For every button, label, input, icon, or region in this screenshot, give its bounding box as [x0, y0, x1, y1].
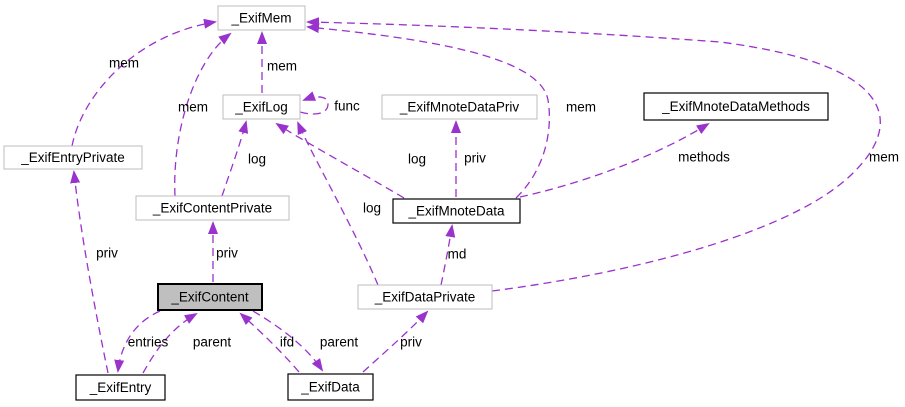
nodes-layer: _ExifMem _ExifLog _ExifMnoteDataPriv _ExifM… — [3, 5, 829, 401]
edge-func-exif-log-to-exif-log — [299, 91, 329, 115]
edge-mem-exif-mnote-data-to-exif-mem — [306, 23, 551, 199]
node-label-exif-entry: _ExifEntry — [89, 380, 152, 395]
edge-log-exif-content-private-to-exif-log — [221, 120, 249, 197]
edge-entries-exif-content-to-exif-entry — [114, 310, 161, 373]
edge-priv-exif-entry-to-exif-entry-private — [70, 170, 109, 374]
edge-label-log: log — [408, 152, 426, 167]
edge-methods-exif-mnote-data-to-exif-mnote-data-methods — [519, 122, 710, 198]
node-exif-data[interactable]: _ExifData — [287, 373, 374, 401]
node-box-exif-content — [157, 283, 263, 311]
edge-label-log: log — [363, 201, 381, 216]
edge-priv-exif-data-to-exif-data-private — [362, 310, 429, 373]
node-exif-content-private: _ExifContentPrivate — [135, 195, 290, 221]
node-label-exif-data: _ExifData — [300, 380, 360, 395]
edge-label-md: md — [448, 247, 467, 262]
node-exif-mnote-data[interactable]: _ExifMnoteData — [392, 198, 521, 224]
edge-label-mem: mem — [178, 100, 208, 115]
node-box-exif-entry[interactable] — [75, 374, 166, 401]
edge-mem-exif-entry-private-to-exif-mem — [71, 18, 217, 147]
node-box-exif-mnote-data[interactable] — [392, 198, 521, 224]
edge-label-log: log — [248, 152, 266, 167]
edge-label-priv: priv — [96, 246, 118, 261]
node-box-exif-data[interactable] — [287, 373, 374, 401]
edge-label-priv: priv — [400, 335, 422, 350]
edge-label-mem: mem — [566, 100, 596, 115]
edge-label-entries: entries — [128, 335, 169, 350]
node-box-exif-data-private — [357, 284, 493, 310]
edge-label-mem: mem — [267, 59, 297, 74]
edge-label-parent: parent — [320, 335, 359, 350]
node-box-exif-content-private — [135, 195, 290, 221]
edge-label-mem: mem — [109, 56, 139, 71]
edge-mem-exif-data-private-to-exif-mem — [306, 17, 881, 292]
node-exif-entry-private: _ExifEntryPrivate — [3, 145, 143, 170]
node-label-exif-data-private: _ExifDataPrivate — [374, 290, 476, 305]
node-exif-data-private: _ExifDataPrivate — [357, 284, 493, 310]
node-label-exif-content: _ExifContent — [170, 290, 249, 305]
edge-labels-layer: mem mem mem func priv mem methods mem log md log lo… — [96, 56, 899, 350]
edge-label-func: func — [334, 99, 360, 114]
node-box-exif-mem — [217, 5, 306, 31]
node-label-exif-content-private: _ExifContentPrivate — [152, 201, 272, 216]
edge-label-mem: mem — [869, 150, 899, 165]
node-exif-entry[interactable]: _ExifEntry — [75, 374, 166, 401]
edge-parent-exif-entry-to-exif-content — [142, 312, 198, 374]
edge-mem-exif-content-private-to-exif-mem — [174, 32, 232, 197]
node-box-exif-entry-private — [3, 145, 143, 170]
edge-label-priv: priv — [216, 246, 238, 261]
node-label-exif-mem: _ExifMem — [230, 11, 291, 26]
node-label-exif-mnote-data: _ExifMnoteData — [407, 204, 505, 219]
edge-label-priv: priv — [464, 151, 486, 166]
node-label-exif-log: _ExifLog — [234, 100, 288, 115]
node-exif-content: _ExifContent — [157, 283, 263, 311]
node-label-exif-entry-private: _ExifEntryPrivate — [20, 150, 125, 165]
edge-parent-exif-content-to-exif-data — [252, 310, 324, 372]
edge-ifd-exif-data-to-exif-content — [239, 312, 300, 373]
edge-label-methods: methods — [678, 150, 730, 165]
node-label-exif-mnote-data-methods: _ExifMnoteDataMethods — [661, 99, 810, 114]
edge-label-parent: parent — [193, 335, 232, 350]
edge-log-exif-mnote-data-to-exif-log — [275, 122, 405, 199]
node-exif-mem: _ExifMem — [217, 5, 306, 31]
edge-label-ifd: ifd — [280, 335, 294, 350]
node-exif-mnote-data-methods[interactable]: _ExifMnoteDataMethods — [643, 92, 829, 121]
node-exif-mnote-data-priv: _ExifMnoteDataPriv — [381, 94, 538, 120]
node-box-exif-log — [222, 94, 301, 120]
edges-layer — [70, 17, 881, 374]
node-label-exif-mnote-data-priv: _ExifMnoteDataPriv — [399, 100, 520, 115]
edge-md-exif-data-private-to-exif-mnote-data — [440, 224, 456, 286]
node-exif-log: _ExifLog — [222, 94, 301, 120]
node-box-exif-mnote-data-priv — [381, 94, 538, 120]
node-box-exif-mnote-data-methods[interactable] — [643, 92, 829, 121]
